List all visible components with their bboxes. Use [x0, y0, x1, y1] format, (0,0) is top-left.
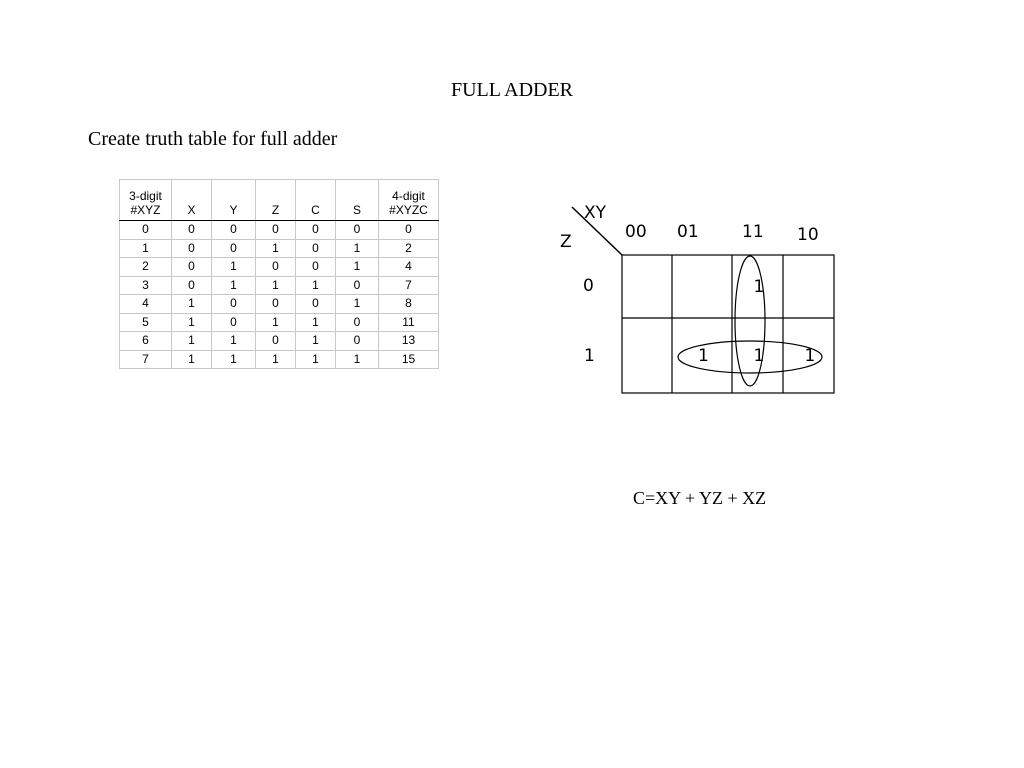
table-cell: 1 [255, 312, 296, 332]
table-cell: 0 [211, 312, 256, 332]
table-cell: 1 [171, 294, 212, 314]
kmap-cell-value: 1 [805, 346, 816, 366]
column-header-xyz-number: 3-digit#XYZ [119, 179, 172, 221]
kmap-cell-value: 1 [698, 346, 709, 366]
table-cell: 0 [378, 220, 439, 240]
table-cell: 0 [335, 312, 379, 332]
table-cell: 0 [255, 220, 296, 240]
kmap-group-horizontal [677, 340, 823, 374]
table-cell: 0 [295, 238, 336, 258]
table-cell: 1 [211, 257, 256, 277]
table-cell: 1 [255, 349, 296, 369]
table-cell: 0 [171, 257, 212, 277]
table-cell: 1 [211, 275, 256, 295]
table-cell: 0 [295, 294, 336, 314]
kmap-cell-value: 1 [754, 346, 765, 366]
table-cell: 11 [378, 312, 439, 332]
table-cell: 1 [295, 312, 336, 332]
table-cell: 1 [295, 331, 336, 351]
table-cell: 0 [211, 238, 256, 258]
table-cell: 1 [211, 331, 256, 351]
kmap-cell-value: 1 [754, 277, 765, 297]
table-cell: 0 [335, 220, 379, 240]
column-header-x: X [171, 179, 212, 221]
column-header-z: Z [255, 179, 296, 221]
table-cell: 1 [295, 349, 336, 369]
table-cell: 0 [335, 331, 379, 351]
table-cell: 0 [255, 257, 296, 277]
kmap-row-var-label: Z [560, 232, 572, 252]
column-header-xyzc-number: 4-digit#XYZC [378, 179, 439, 221]
subtitle: Create truth table for full adder [88, 128, 338, 150]
table-cell: 1 [211, 349, 256, 369]
table-cell: 1 [335, 238, 379, 258]
table-cell: 0 [255, 294, 296, 314]
kmap-col-var-label: XY [584, 203, 607, 223]
table-cell: 7 [378, 275, 439, 295]
table-cell: 1 [295, 275, 336, 295]
table-cell: 8 [378, 294, 439, 314]
table-cell: 2 [378, 238, 439, 258]
table-cell: 0 [171, 238, 212, 258]
table-cell: 4 [119, 294, 172, 314]
table-cell: 4 [378, 257, 439, 277]
carry-equation: C=XY + YZ + XZ [633, 488, 767, 508]
table-cell: 0 [119, 220, 172, 240]
table-cell: 1 [335, 349, 379, 369]
table-cell: 15 [378, 349, 439, 369]
table-cell: 1 [171, 349, 212, 369]
table-cell: 2 [119, 257, 172, 277]
table-cell: 6 [119, 331, 172, 351]
page-title: FULL ADDER [450, 79, 574, 101]
kmap-corner-diagonal [571, 206, 623, 256]
table-cell: 1 [255, 275, 296, 295]
kmap-grid [621, 254, 835, 394]
table-cell: 1 [171, 312, 212, 332]
table-cell: 0 [171, 275, 212, 295]
table-cell: 1 [255, 238, 296, 258]
table-cell: 7 [119, 349, 172, 369]
table-cell: 0 [335, 275, 379, 295]
kmap-col-label-00: 00 [625, 222, 647, 242]
table-cell: 5 [119, 312, 172, 332]
kmap-row-label-1: 1 [584, 346, 595, 366]
table-cell: 0 [295, 257, 336, 277]
table-cell: 1 [335, 257, 379, 277]
kmap-row-label-0: 0 [583, 276, 594, 296]
table-cell: 1 [335, 294, 379, 314]
table-cell: 0 [255, 331, 296, 351]
table-cell: 0 [211, 220, 256, 240]
table-cell: 3 [119, 275, 172, 295]
kmap-group-vertical [734, 255, 766, 387]
table-cell: 1 [171, 331, 212, 351]
table-cell: 0 [211, 294, 256, 314]
kmap-col-label-11: 11 [742, 222, 764, 242]
column-header-c: C [295, 179, 336, 221]
table-cell: 0 [295, 220, 336, 240]
table-cell: 0 [171, 220, 212, 240]
truth-table-header-row: 3-digit#XYZ X Y Z C S 4-digit#XYZC [119, 179, 439, 221]
kmap-cells: 1 1 1 1 [698, 277, 815, 366]
table-cell: 13 [378, 331, 439, 351]
column-header-s: S [335, 179, 379, 221]
column-header-y: Y [211, 179, 256, 221]
table-cell: 1 [119, 238, 172, 258]
kmap-col-label-10: 10 [797, 225, 819, 245]
kmap-col-label-01: 01 [677, 222, 699, 242]
